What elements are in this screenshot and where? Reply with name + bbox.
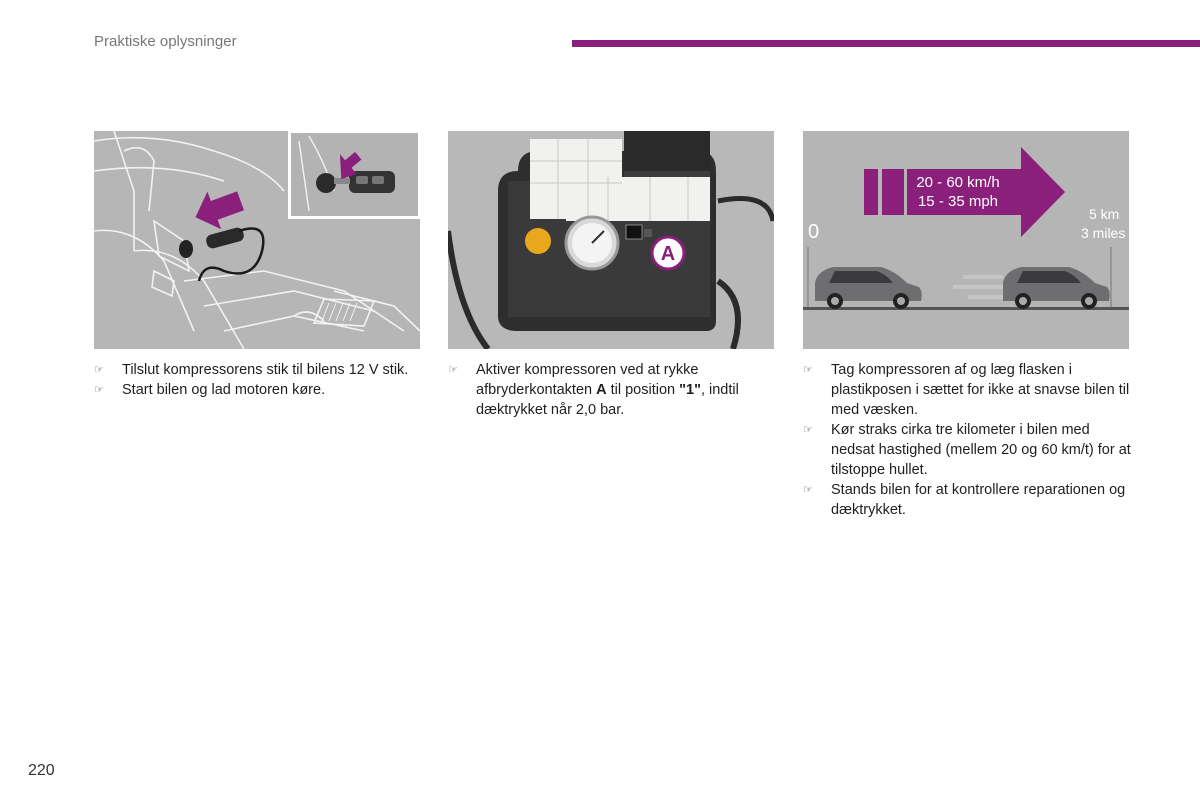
instruction-item: ☞ Stands bilen for at kontrollere repara… [803, 482, 1126, 518]
instructions-column-1: ☞ Tilslut kompressorens stik til bilens … [94, 360, 424, 400]
distance-km-label: 5 km [1089, 206, 1119, 222]
start-label: 0 [808, 221, 819, 243]
instructions-column-2: ☞ Aktiver kompressoren ved at rykke afbr… [448, 360, 778, 420]
figure-connect-plug [94, 131, 420, 349]
page-number: 220 [28, 762, 55, 779]
instruction-item: ☞ Start bilen og lad motoren køre. [94, 382, 326, 398]
speed-mph-label: 15 - 35 mph [918, 193, 998, 210]
pointing-hand-icon: ☞ [803, 483, 813, 496]
distance-miles-label: 3 miles [1081, 225, 1125, 241]
figure-compressor: A [448, 131, 774, 349]
car-icon [815, 267, 922, 309]
header-accent-bar [572, 40, 1200, 47]
plug-icon [197, 227, 265, 282]
figure-drive-speed: 20 - 60 km/h 15 - 35 mph 0 5 km 3 miles [803, 131, 1129, 349]
section-title: Praktiske oplysninger [94, 33, 237, 50]
console-illustration [94, 131, 420, 349]
instruction-item: ☞ Tag kompressoren af og læg flasken i p… [803, 362, 1130, 418]
switch-label: A [661, 243, 675, 265]
power-switch-icon [625, 224, 643, 240]
instruction-item: ☞ Tilslut kompressorens stik til bilens … [94, 362, 409, 378]
compressor-illustration: A [448, 131, 774, 349]
pointing-hand-icon: ☞ [94, 363, 104, 376]
instruction-item: ☞ Kør straks cirka tre kilometer i bilen… [803, 422, 1131, 478]
arrow-icon [195, 191, 244, 230]
switch-label-marker [650, 235, 686, 271]
indicator-lamp-icon [525, 228, 551, 254]
instructions-column-3: ☞ Tag kompressoren af og læg flasken i p… [803, 360, 1133, 520]
car-icon [1003, 267, 1110, 309]
pointing-hand-icon: ☞ [94, 383, 104, 396]
pointing-hand-icon: ☞ [448, 363, 458, 376]
pointing-hand-icon: ☞ [803, 423, 813, 436]
speed-illustration: 20 - 60 km/h 15 - 35 mph 0 5 km 3 miles [803, 131, 1129, 349]
instruction-item: ☞ Aktiver kompressoren ved at rykke afbr… [448, 362, 739, 418]
speed-arrow-icon [907, 147, 1065, 237]
pointing-hand-icon: ☞ [803, 363, 813, 376]
speed-kmh-label: 20 - 60 km/h [916, 174, 999, 191]
